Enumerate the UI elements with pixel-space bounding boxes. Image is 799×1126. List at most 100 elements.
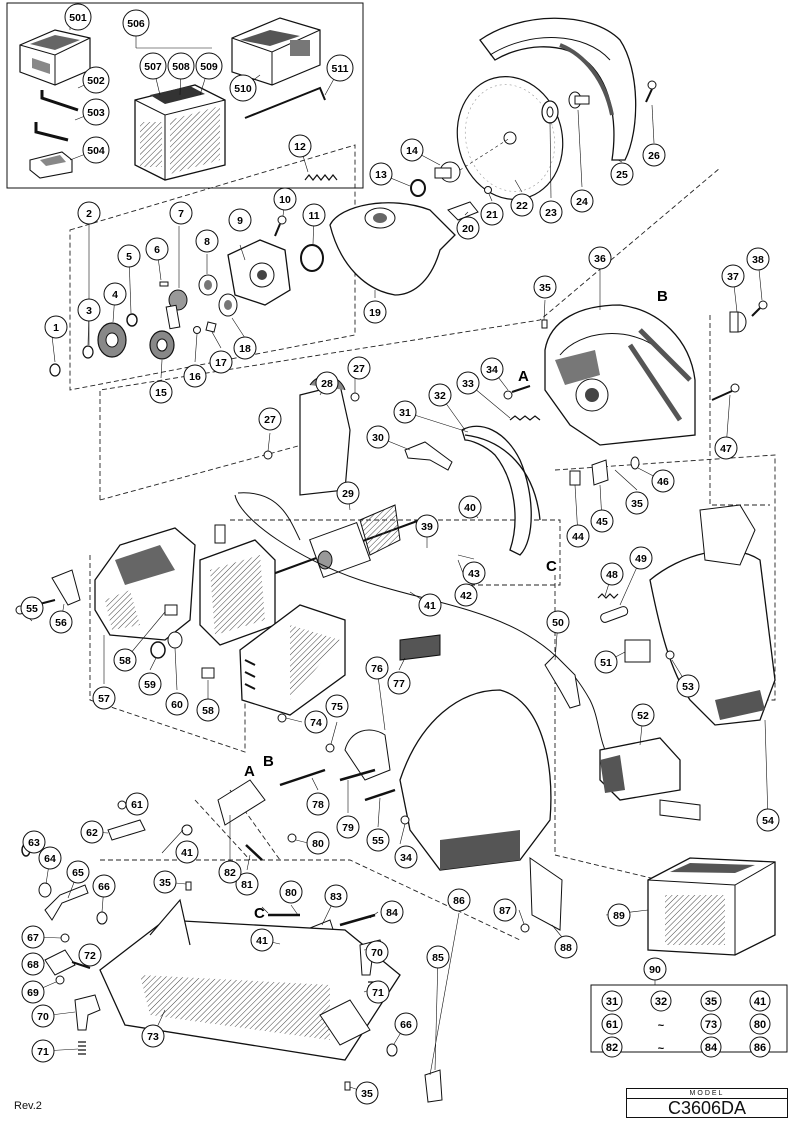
svg-text:18: 18 [239, 343, 251, 355]
callout-74: 74 [304, 710, 328, 734]
svg-text:503: 503 [87, 107, 105, 119]
handle-half-85 [399, 689, 552, 871]
svg-text:16: 16 [189, 371, 201, 383]
callout-22: 22 [510, 193, 534, 217]
svg-text:73: 73 [705, 1019, 717, 1031]
callout-35: 35 [625, 491, 649, 515]
set-item-41: 41 [749, 990, 771, 1012]
callout-77: 77 [387, 671, 411, 695]
svg-text:78: 78 [312, 799, 324, 811]
bracket-45 [591, 459, 609, 486]
bolt-79 [339, 768, 376, 782]
svg-text:60: 60 [171, 699, 183, 711]
callout-46: 46 [651, 469, 675, 493]
svg-text:9: 9 [237, 215, 243, 227]
bolt-55b [364, 788, 396, 802]
svg-text:53: 53 [682, 681, 694, 693]
bracket-82 [217, 779, 266, 826]
plate-77 [399, 634, 441, 661]
svg-text:32: 32 [655, 996, 667, 1008]
callout-8: 8 [195, 229, 219, 253]
set-item-61: 61 [601, 1013, 623, 1035]
callout-20: 20 [456, 216, 480, 240]
svg-text:13: 13 [375, 169, 387, 181]
svg-text:80: 80 [754, 1019, 766, 1031]
callout-80: 80 [306, 831, 330, 855]
callout-65: 65 [66, 860, 90, 884]
svg-text:23: 23 [545, 207, 557, 219]
svg-text:56: 56 [55, 617, 67, 629]
svg-text:31: 31 [606, 996, 618, 1008]
model-name: C3606DA [667, 1098, 747, 1118]
plunger-49 [600, 606, 629, 623]
svg-text:81: 81 [241, 879, 253, 891]
washer-1 [49, 363, 61, 377]
callout-38: 38 [746, 247, 770, 271]
svg-text:86: 86 [453, 895, 465, 907]
svg-text:63: 63 [28, 837, 40, 849]
callout-69: 69 [21, 980, 45, 1004]
nut-41a [181, 824, 193, 836]
pinion-7 [165, 289, 188, 330]
washer-66a [96, 911, 108, 925]
svg-text:21: 21 [486, 209, 498, 221]
svg-text:41: 41 [424, 600, 436, 612]
link-30 [404, 441, 453, 471]
callout-62: 62 [80, 820, 104, 844]
svg-text:87: 87 [499, 905, 511, 917]
svg-text:86: 86 [754, 1042, 766, 1054]
callout-90: 90 [643, 957, 667, 981]
svg-text:58: 58 [202, 705, 214, 717]
callout-40: 40 [458, 495, 482, 519]
svg-text:48: 48 [606, 569, 618, 581]
callout-59: 59 [138, 672, 162, 696]
bearing-8 [198, 274, 218, 296]
svg-text:45: 45 [596, 516, 608, 528]
svg-text:67: 67 [27, 932, 39, 944]
callout-75: 75 [325, 694, 349, 718]
callout-2: 2 [77, 201, 101, 225]
callout-24: 24 [570, 189, 594, 213]
callout-44: 44 [566, 524, 590, 548]
callout-43: 43 [462, 561, 486, 585]
svg-text:49: 49 [635, 553, 647, 565]
callout-18: 18 [233, 336, 257, 360]
screw-80a [287, 833, 297, 843]
range-tilde: ~ [658, 1043, 665, 1055]
svg-text:40: 40 [464, 502, 476, 514]
set-item-35: 35 [700, 990, 722, 1012]
svg-text:19: 19 [369, 307, 381, 319]
svg-text:32: 32 [434, 390, 446, 402]
callout-508: 508 [167, 52, 195, 80]
callout-509: 509 [195, 52, 223, 80]
svg-text:22: 22 [516, 200, 528, 212]
spring-71b [78, 1041, 86, 1055]
gear-15 [149, 330, 175, 360]
callout-33: 33 [456, 371, 480, 395]
carrying-case [134, 84, 226, 181]
svg-text:29: 29 [342, 488, 354, 500]
screw-16 [193, 326, 201, 334]
callout-81: 81 [235, 872, 259, 896]
svg-text:72: 72 [84, 950, 96, 962]
svg-text:1: 1 [53, 322, 59, 334]
callout-14: 14 [400, 138, 424, 162]
section-letter-a: A [244, 763, 255, 780]
screw-26 [645, 80, 657, 103]
callout-56: 56 [49, 610, 73, 634]
spindle-14 [434, 137, 511, 183]
callout-57: 57 [92, 686, 116, 710]
callout-41: 41 [418, 593, 442, 617]
gear-cover [227, 239, 291, 306]
washer-3 [82, 345, 94, 359]
section-letter-b: B [657, 288, 668, 305]
callout-48: 48 [600, 562, 624, 586]
dowel-35a [541, 319, 548, 329]
callout-52: 52 [631, 703, 655, 727]
collar-64 [38, 882, 52, 898]
lower-guard [329, 202, 456, 296]
clip-56 [51, 569, 81, 606]
callout-84: 84 [380, 900, 404, 924]
washer-5 [126, 313, 138, 327]
svg-text:14: 14 [406, 145, 418, 157]
